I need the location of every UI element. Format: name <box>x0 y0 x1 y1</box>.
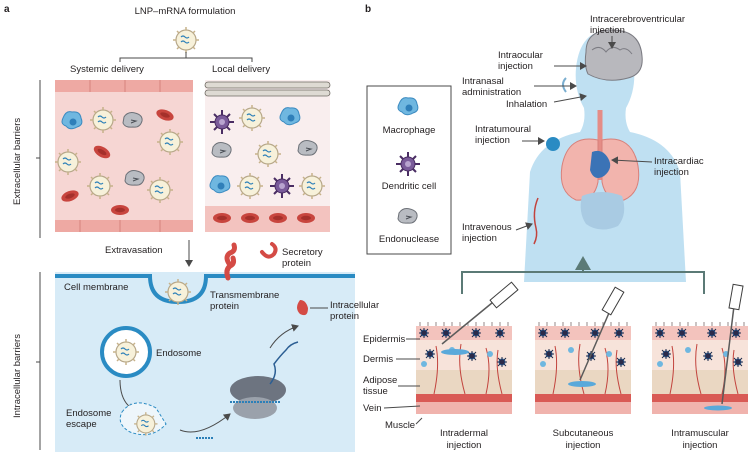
intracellular-protein-label-1: Intracellular <box>330 300 379 311</box>
legend-macrophage: Macrophage <box>383 125 436 136</box>
legend-endonuclease: Endonuclease <box>379 234 439 245</box>
brain-icon <box>584 29 643 81</box>
intradermal-label-1: Intradermal <box>440 428 488 439</box>
intracellular-protein-label-2: protein <box>330 311 359 322</box>
secretory-protein-label-2: protein <box>282 258 311 269</box>
layer-muscle: Muscle <box>385 420 415 431</box>
subcutaneous-label-1: Subcutaneous <box>553 428 614 439</box>
layer-epidermis: Epidermis <box>363 334 405 345</box>
route-intranasal-1: Intranasal <box>462 76 504 87</box>
intramuscular-label-2: injection <box>683 440 718 451</box>
endosome-label: Endosome <box>156 348 201 359</box>
layer-adipose-2: tissue <box>363 386 388 397</box>
endosome-icon <box>100 326 152 378</box>
panel-a-label: a <box>4 4 10 15</box>
blood-vessel-panel <box>54 80 193 232</box>
delivery-split-bracket <box>119 57 253 62</box>
route-intravenous-2: injection <box>462 233 497 244</box>
route-intratumoural-2: injection <box>475 135 510 146</box>
route-intracardiac-1: Intracardiac <box>654 156 704 167</box>
route-intraocular-2: injection <box>498 61 533 72</box>
route-intravenous-1: Intravenous <box>462 222 512 233</box>
local-delivery-label: Local delivery <box>212 64 270 75</box>
local-tissue-panel <box>204 80 331 232</box>
mrna-strand-icon <box>269 341 299 385</box>
intradermal-label-2: injection <box>447 440 482 451</box>
lnp-formulation-title: LNP–mRNA formulation <box>135 6 236 17</box>
skin-intramuscular <box>652 283 748 414</box>
transmembrane-protein-label-1: Transmembrane <box>210 290 279 301</box>
human-body-figure <box>524 29 686 282</box>
endosome-escape-label-1: Endosome <box>66 408 111 419</box>
layer-vein: Vein <box>363 403 382 414</box>
route-inhalation: Inhalation <box>506 99 547 110</box>
subcutaneous-label-2: injection <box>566 440 601 451</box>
cell-membrane-label: Cell membrane <box>64 282 128 293</box>
route-icv-2: injection <box>590 25 625 36</box>
heart-icon <box>590 150 611 178</box>
route-intranasal-2: administration <box>462 87 521 98</box>
intracellular-protein-icon <box>297 300 308 316</box>
extravasation-label: Extravasation <box>105 245 163 256</box>
route-intratumoural-1: Intratumoural <box>475 124 531 135</box>
secretory-protein-label-1: Secretory <box>282 247 323 258</box>
cell-body <box>55 272 355 452</box>
legend: Macrophage Dendritic cell Endonuclease <box>366 85 452 255</box>
transmembrane-protein-label-2: protein <box>210 301 239 312</box>
route-icv-1: Intracerebroventricular <box>590 14 685 25</box>
extracellular-barriers-label: Extracellular barriers <box>12 118 23 205</box>
intramuscular-label-1: Intramuscular <box>671 428 729 439</box>
layer-dermis: Dermis <box>363 354 393 365</box>
legend-dendritic-cell: Dendritic cell <box>382 181 436 192</box>
route-intraocular-1: Intraocular <box>498 50 543 61</box>
panel-b-label: b <box>365 4 371 15</box>
layer-adipose-1: Adipose <box>363 375 397 386</box>
secretory-protein-icon <box>224 242 237 268</box>
syringe-icon <box>489 281 519 309</box>
endosome-escape-label-2: escape <box>66 419 97 430</box>
lnp-particle-icon <box>172 26 200 54</box>
skin-intradermal <box>416 281 519 414</box>
systemic-delivery-label: Systemic delivery <box>70 64 144 75</box>
route-intracardiac-2: injection <box>654 167 689 178</box>
tumour-icon <box>546 137 560 151</box>
transmembrane-protein-icon <box>224 255 237 281</box>
skin-subcutaneous <box>535 286 631 414</box>
intracellular-barriers-label: Intracellular barriers <box>12 334 23 418</box>
vein-icon <box>533 197 539 245</box>
endonuclease-icon <box>397 208 418 224</box>
